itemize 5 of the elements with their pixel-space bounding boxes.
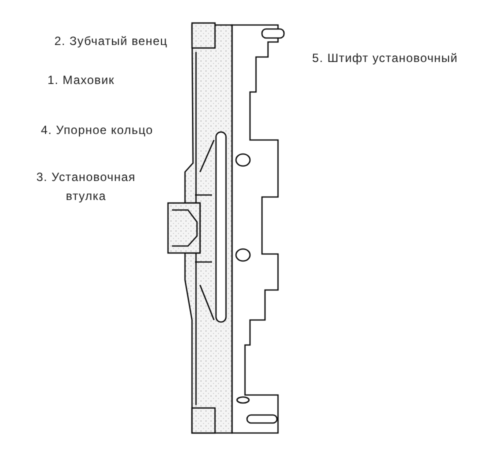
part-label: 5. Штифт установочный xyxy=(311,50,459,67)
part-label: 3. Установочная втулка xyxy=(35,169,137,205)
part-label: 1. Маховик xyxy=(46,72,116,89)
part-label: 4. Упорное кольцо xyxy=(40,122,154,139)
part-label: 2. Зубчатый венец xyxy=(53,33,169,50)
